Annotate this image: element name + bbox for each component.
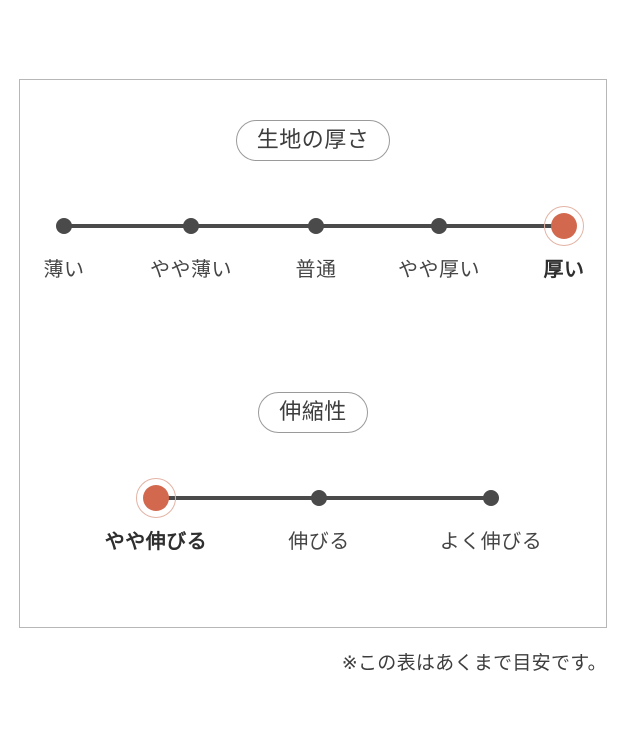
- stretch-label-2: よく伸びる: [439, 531, 543, 554]
- stretch-chart: 伸縮性 やや伸びる 伸びる よく伸びる: [20, 392, 606, 559]
- thickness-node-3-dot: [431, 218, 447, 235]
- thickness-title-pill: 生地の厚さ: [235, 120, 391, 162]
- thickness-label-4: 厚い: [543, 259, 585, 282]
- thickness-label-2: 普通: [295, 259, 337, 282]
- thickness-labels: 薄い やや薄い 普通 やや厚い 厚い: [20, 253, 606, 287]
- thickness-node-4-dot: [551, 213, 577, 240]
- thickness-title-wrap: 生地の厚さ: [20, 120, 606, 162]
- stretch-label-0: やや伸びる: [104, 531, 208, 554]
- thickness-scale: [20, 203, 606, 249]
- thickness-node-4-halo: [544, 206, 584, 247]
- stretch-node-1-dot: [311, 490, 327, 507]
- thickness-node-0-dot: [56, 218, 72, 235]
- thickness-chart: 生地の厚さ: [20, 120, 606, 287]
- thickness-label-3: やや厚い: [398, 259, 480, 282]
- stretch-node-0-halo: [136, 478, 176, 519]
- stretch-label-1: 伸びる: [288, 531, 350, 554]
- thickness-label-0: 薄い: [43, 259, 85, 282]
- fabric-spec-card: 生地の厚さ: [19, 79, 607, 628]
- stretch-node-0-dot: [143, 485, 169, 512]
- stretch-scale: [20, 475, 606, 521]
- stretch-labels: やや伸びる 伸びる よく伸びる: [20, 525, 606, 559]
- thickness-label-1: やや薄い: [150, 259, 232, 282]
- stretch-title-pill: 伸縮性: [258, 392, 368, 434]
- stretch-title-wrap: 伸縮性: [20, 392, 606, 434]
- footnote-text: ※この表はあくまで目安です。: [341, 653, 607, 674]
- thickness-node-2-dot: [308, 218, 324, 235]
- stretch-node-2-dot: [483, 490, 499, 507]
- thickness-node-1-dot: [183, 218, 199, 235]
